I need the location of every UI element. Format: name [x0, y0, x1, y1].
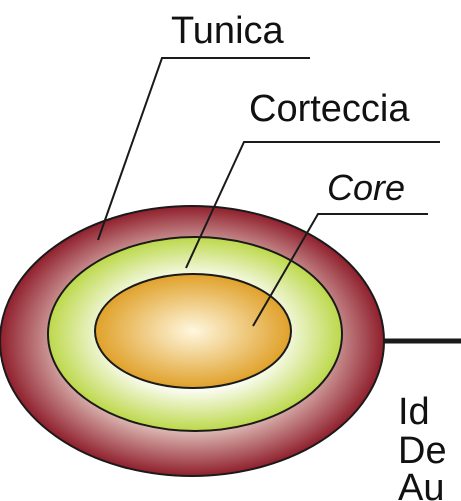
side-text-line-2: De — [398, 430, 447, 472]
side-text-line-1: Id — [398, 391, 430, 433]
core-layer — [95, 274, 291, 388]
tunica-label: Tunica — [171, 10, 285, 52]
side-text-line-3: Au — [398, 467, 444, 501]
core-label: Core — [327, 167, 405, 208]
corteccia-label: Corteccia — [249, 88, 410, 130]
